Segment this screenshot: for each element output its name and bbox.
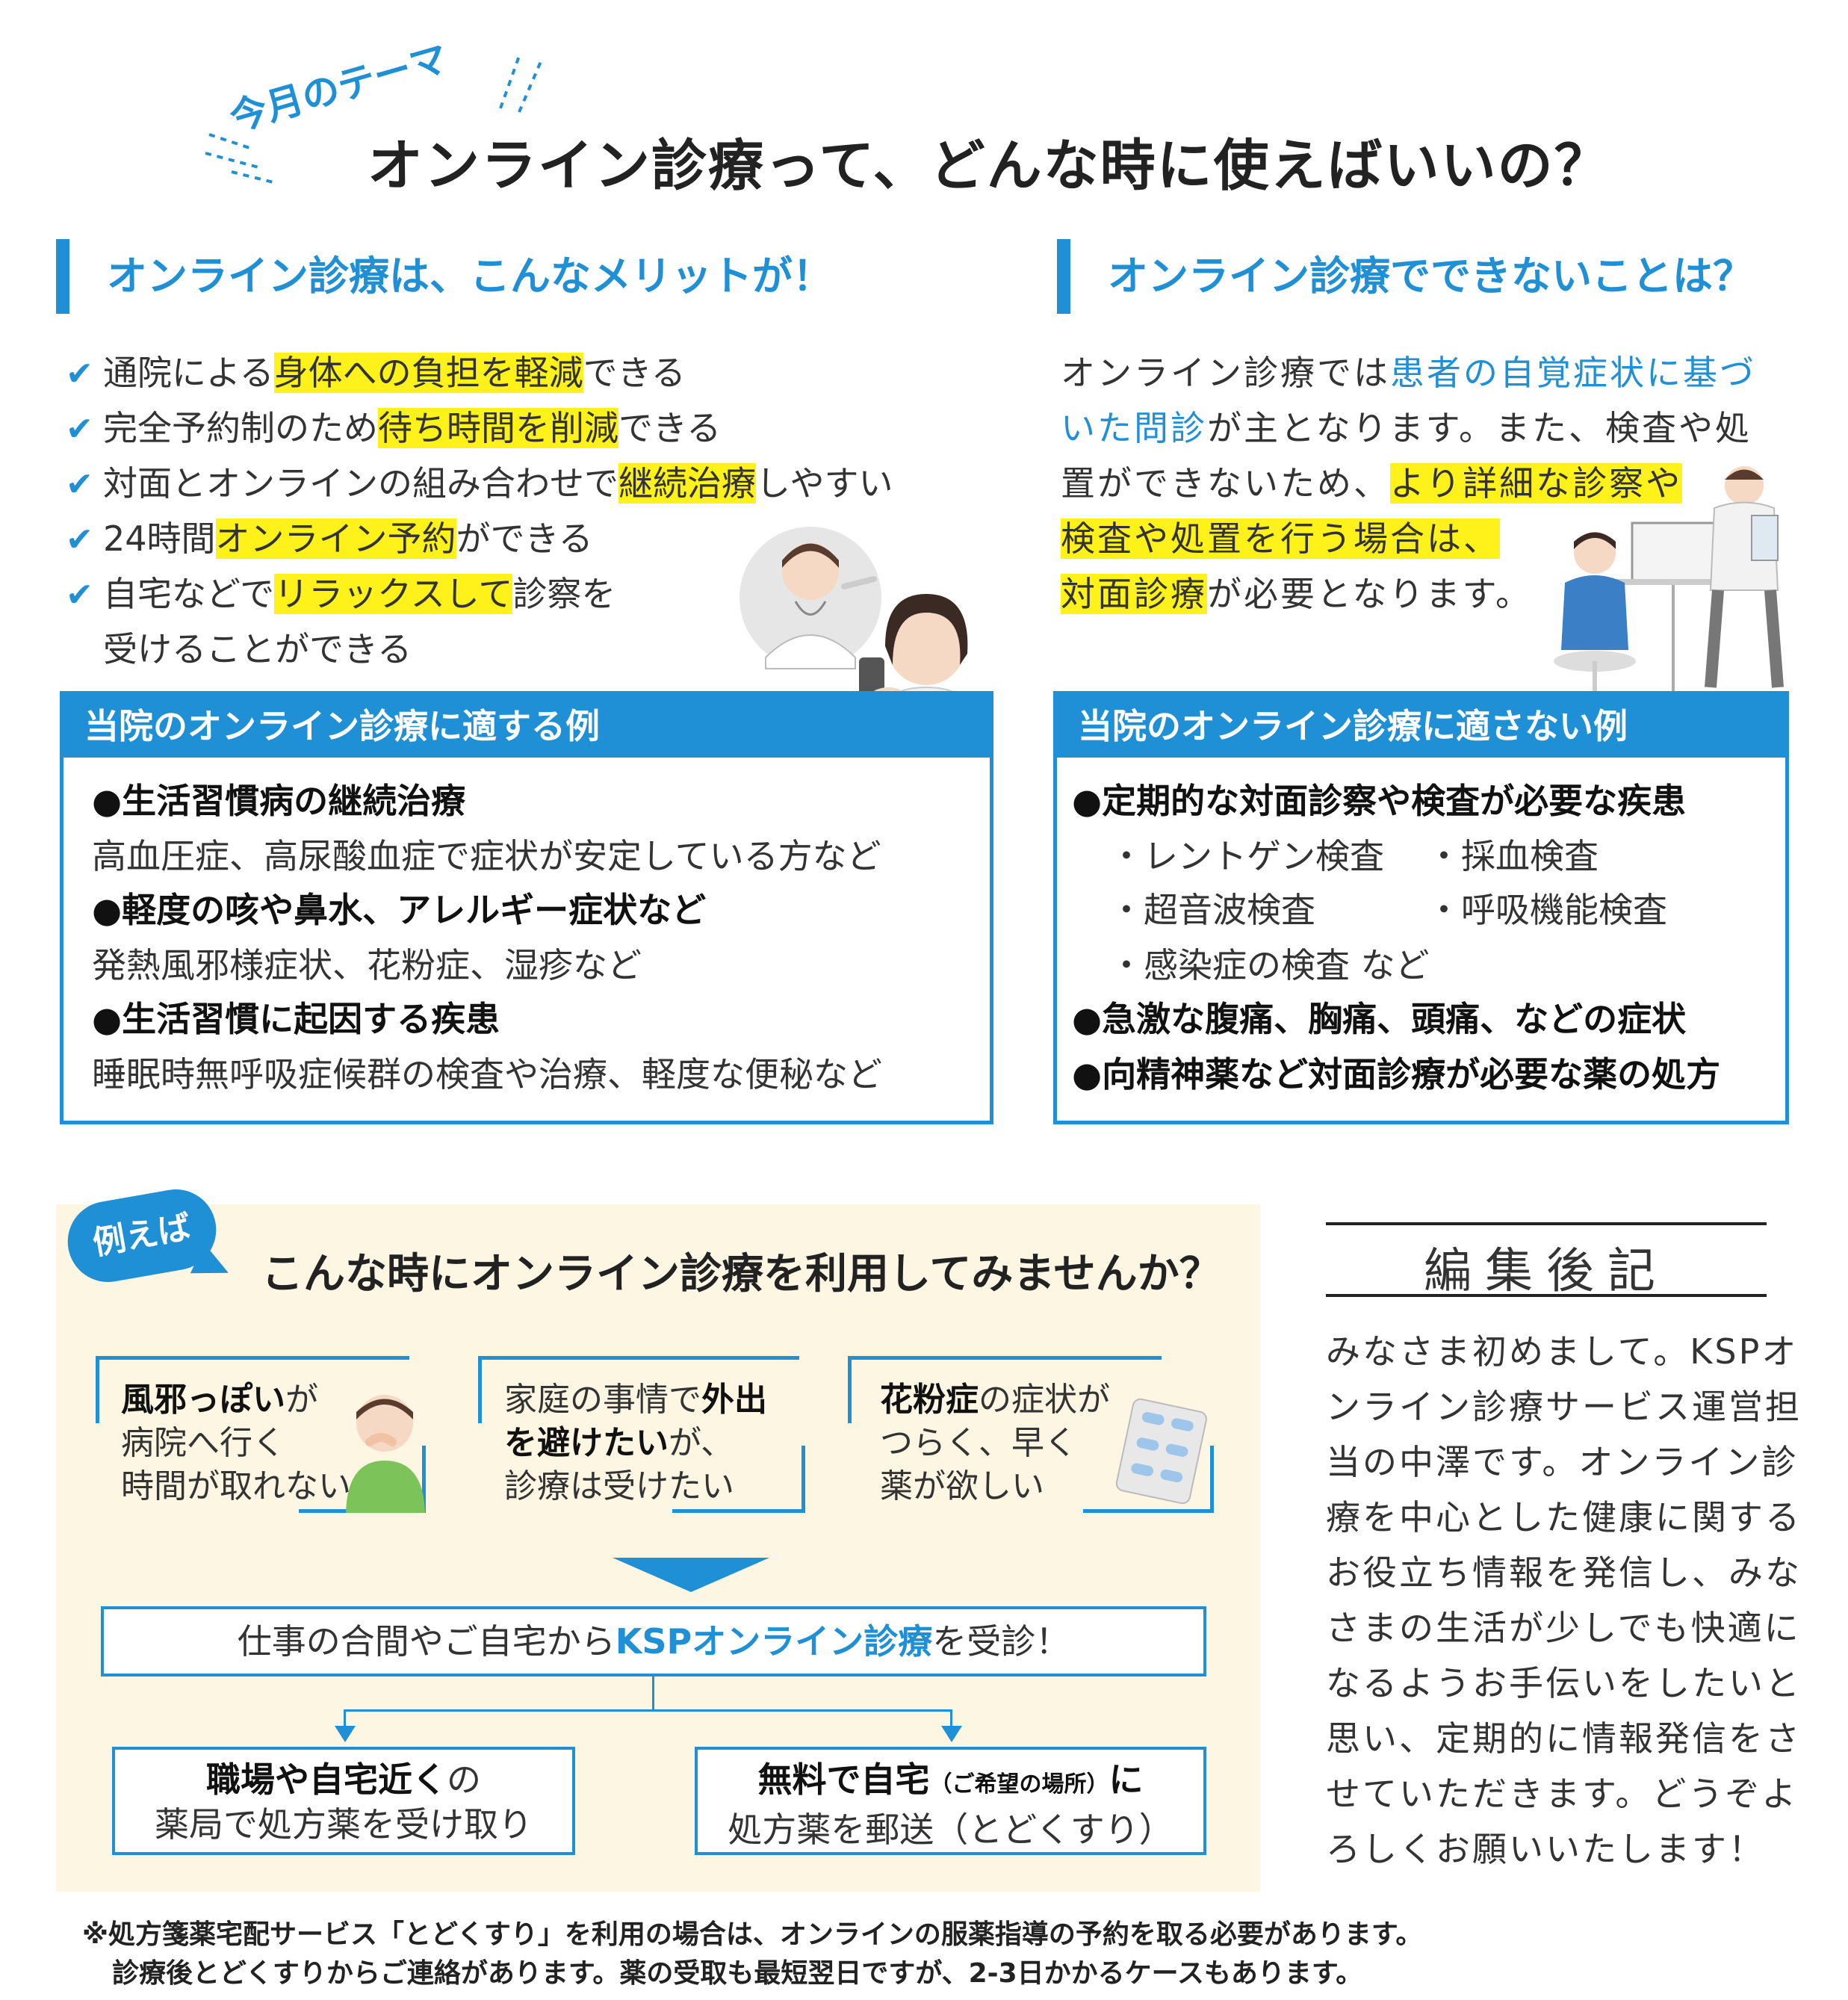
case-frame-corner <box>478 1356 799 1423</box>
pill-pack-illustration <box>1115 1398 1207 1505</box>
editor-title: 編集後記 <box>1424 1244 1669 1299</box>
consult-frame: 仕事の合間やご自宅からKSPオンライン診療を受診！ <box>101 1606 1206 1677</box>
cannot-heading: オンライン診療でできないことは？ <box>1057 239 1753 314</box>
unsuitable-item-title: ●急激な腹痛、胸痛、頭痛、などの症状 <box>1072 999 1687 1039</box>
sick-boy-illustration <box>346 1395 425 1513</box>
check-icon: ✔ <box>66 521 93 559</box>
test-item: ・呼吸機能検査 <box>1427 890 1667 930</box>
editor-line: お役立ち情報を発信し、みな <box>1326 1552 1802 1593</box>
suitable-heading: 当院のオンライン診療に適する例 <box>63 695 990 758</box>
check-icon: ✔ <box>66 465 93 504</box>
case1-line: 時間が取れない <box>121 1467 351 1505</box>
case3-line: 薬が欲しい <box>880 1467 1044 1505</box>
suitable-item-title: ●生活習慣病の継続治療 <box>92 781 466 821</box>
editor-line: みなさま初めまして。KSPオ <box>1326 1331 1799 1372</box>
suitable-item-title: ●生活習慣に起因する疾患 <box>92 999 500 1039</box>
dash-lines-right <box>499 55 543 113</box>
merit-item-continued: 受けることができる <box>103 629 412 669</box>
case-frame-corner <box>672 1446 805 1513</box>
editor-line: せていただきます。どうぞよ <box>1326 1774 1799 1814</box>
case3-line: つらく、早く <box>880 1424 1077 1462</box>
test-item: ・感染症の検査 など <box>1109 945 1430 985</box>
editor-line: なるようお手伝いをしたいと <box>1326 1663 1802 1703</box>
merit-item: ✔対面とオンラインの組み合わせで継続治療しやすい <box>66 460 893 508</box>
editor-line: 思い、定期的に情報発信をさ <box>1326 1718 1802 1759</box>
consultation-illustration <box>1554 466 1784 710</box>
merits-heading: オンライン診療は、こんなメリットが！ <box>56 239 833 314</box>
case-frame-corner <box>96 1356 409 1423</box>
option-line: 処方薬を郵送（とどくすり） <box>728 1809 1173 1850</box>
arrow-down-icon <box>613 1558 769 1592</box>
case2-line: を避けたいが、 <box>504 1424 734 1462</box>
dash-lines-left <box>205 133 277 185</box>
suitable-item-desc: 発熱風邪様症状、花粉症、湿疹など <box>92 945 642 985</box>
merit-item: ✔24時間オンライン予約ができる <box>66 516 593 563</box>
option-line: 薬局で処方薬を受け取り <box>155 1804 533 1845</box>
check-icon: ✔ <box>66 410 93 448</box>
test-item: ・レントゲン検査 <box>1109 836 1384 876</box>
connector-line <box>344 1709 952 1712</box>
editor-rule-bottom <box>1326 1294 1767 1297</box>
check-icon: ✔ <box>66 355 93 393</box>
arrow-down-icon <box>941 1726 962 1742</box>
editor-line: ろしくお願いいたします！ <box>1326 1829 1765 1869</box>
editor-line: ンライン診療サービス運営担 <box>1326 1387 1802 1427</box>
merit-item: ✔通院による身体への負担を軽減できる <box>66 350 686 397</box>
case-frame-corner <box>848 1356 1162 1423</box>
arrow-down-icon <box>335 1726 356 1742</box>
suitable-box: 当院のオンライン診療に適する例 ●生活習慣病の継続治療 高血圧症、高尿酸血症で症… <box>60 691 993 1124</box>
example-title: こんな時にオンライン診療を利用してみませんか？ <box>261 1250 1221 1298</box>
footnote-line: 診療後とどくすりからご連絡があります。薬の受取も最短翌日ですが、2-3日かかるケ… <box>112 1958 1363 1989</box>
cannot-text-line: いた問診が主となります。また、検査や処 <box>1061 408 1752 448</box>
option-delivery-frame: 無料で自宅（ご希望の場所）に 処方薬を郵送（とどくすり） <box>695 1747 1206 1855</box>
page-title: オンライン診療って、どんな時に使えばいいの？ <box>368 134 1611 198</box>
editor-rule-top <box>1326 1222 1767 1225</box>
suitable-item-desc: 高血圧症、高尿酸血症で症状が安定している方など <box>92 836 881 876</box>
merit-item: ✔自宅などでリラックスして診察を <box>66 571 616 619</box>
unsuitable-heading: 当院のオンライン診療に適さない例 <box>1057 695 1785 758</box>
case2-line: 家庭の事情で外出 <box>504 1381 767 1419</box>
footnote-line: ※処方箋薬宅配サービス「とどくすり」を利用の場合は、オンラインの服薬指導の予約を… <box>82 1919 1423 1950</box>
cannot-text-line: オンライン診療では患者の自覚症状に基づ <box>1061 353 1756 393</box>
cannot-text-line: 対面診療が必要となります。 <box>1061 574 1533 614</box>
connector-line <box>950 1709 952 1728</box>
suitable-item-title: ●軽度の咳や鼻水、アレルギー症状など <box>92 890 707 930</box>
case2-line: 診療は受けたい <box>504 1467 734 1505</box>
case1-line: 病院へ行く <box>121 1424 285 1462</box>
option-pharmacy-frame: 職場や自宅近くの 薬局で処方薬を受け取り <box>112 1747 575 1855</box>
unsuitable-box: 当院のオンライン診療に適さない例 ●定期的な対面診察や検査が必要な疾患 ・レント… <box>1053 691 1789 1124</box>
editor-line: さまの生活が少しでも快適に <box>1326 1608 1801 1648</box>
test-item: ・超音波検査 <box>1109 890 1315 930</box>
suitable-item-desc: 睡眠時無呼吸症候群の検査や治療、軽度な便秘など <box>92 1054 882 1095</box>
editor-line: 療を中心とした健康に関する <box>1326 1497 1802 1538</box>
check-icon: ✔ <box>66 576 93 614</box>
cannot-text-line: 置ができないため、より詳細な診察や <box>1061 463 1683 504</box>
connector-line <box>652 1677 654 1710</box>
case1-line: 風邪っぽいが <box>121 1381 318 1419</box>
test-item: ・採血検査 <box>1427 836 1599 876</box>
option-line: 職場や自宅近くの <box>206 1759 481 1800</box>
unsuitable-item-title: ●定期的な対面診察や検査が必要な疾患 <box>1072 781 1687 821</box>
unsuitable-item-title: ●向精神薬など対面診療が必要な薬の処方 <box>1072 1054 1721 1095</box>
option-line: 無料で自宅（ご希望の場所）に <box>757 1759 1144 1800</box>
connector-line <box>344 1709 346 1728</box>
case-frame-corner <box>1083 1446 1214 1513</box>
case3-line: 花粉症の症状が <box>880 1381 1110 1419</box>
cannot-text-line: 検査や処置を行う場合は、 <box>1061 518 1500 559</box>
editor-line: 当の中澤です。オンライン診 <box>1326 1442 1799 1482</box>
merit-item: ✔完全予約制のため待ち時間を削減できる <box>66 405 721 453</box>
